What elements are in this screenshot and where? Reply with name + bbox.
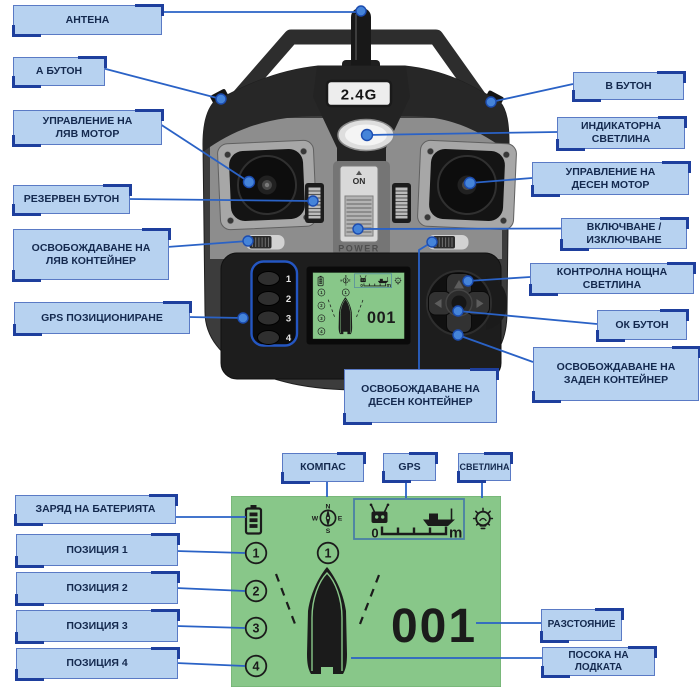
left-scroll-wheel[interactable]: [305, 183, 324, 223]
label-gps: GPS: [381, 451, 438, 483]
svg-text:3: 3: [286, 314, 291, 325]
on-label: ON: [353, 176, 366, 186]
frequency-label: 2.4G: [341, 87, 378, 104]
label-right-motor: УПРАВЛЕНИЕ НА ДЕСЕН МОТОР: [530, 160, 691, 197]
right-joystick[interactable]: [417, 139, 517, 231]
label-indicator-light: ИНДИКАТОРНА СВЕТЛИНА: [555, 115, 687, 151]
label-reserve-button: РЕЗЕРВЕН БУТОН: [11, 183, 132, 216]
left-container-slider[interactable]: [244, 234, 286, 251]
svg-text:2: 2: [286, 294, 291, 305]
label-position-1: ПОЗИЦИЯ 1: [14, 532, 180, 568]
label-gps-positioning: GPS ПОЗИЦИОНИРАНЕ: [12, 300, 192, 336]
label-position-4: ПОЗИЦИЯ 4: [14, 646, 180, 681]
right-container-slider[interactable]: [426, 234, 470, 251]
remote-control-device: 1 2 3 4 N E S W: [202, 8, 517, 391]
gps-position-buttons[interactable]: 1 2 3 4: [250, 260, 299, 347]
label-a-button: А БУТОН: [11, 55, 107, 88]
power-switch[interactable]: ON: [339, 165, 379, 243]
label-antenna: АНТЕНА: [11, 3, 164, 37]
left-joystick[interactable]: [217, 139, 317, 231]
label-right-container: ОСВОБОЖДАВАНЕ НА ДЕСЕН КОНТЕЙНЕР: [342, 367, 499, 425]
label-night-light: КОНТРОЛНА НОЩНА СВЕТЛИНА: [528, 261, 696, 296]
label-power-on-off: ВКЛЮЧВАНЕ / ИЗКЛЮЧВАНЕ: [559, 216, 689, 251]
svg-text:4: 4: [286, 333, 292, 344]
label-left-container: ОСВОБОЖДАВАНЕ НА ЛЯВ КОНТЕЙНЕР: [11, 227, 171, 282]
power-label: POWER: [338, 244, 380, 254]
label-position-2: ПОЗИЦИЯ 2: [14, 570, 180, 606]
label-boat-direction: ПОСОКА НА ЛОДКАТА: [540, 645, 657, 678]
right-scroll-wheel[interactable]: [392, 183, 411, 223]
antenna: [351, 8, 371, 72]
label-left-motor: УПРАВЛЕНИЕ НА ЛЯВ МОТОР: [11, 108, 164, 147]
label-compass: КОМПАС: [280, 451, 366, 484]
svg-text:1: 1: [286, 274, 292, 285]
label-battery: ЗАРЯД НА БАТЕРИЯТА: [13, 493, 178, 526]
lcd-legend-display: [231, 496, 501, 687]
label-light: СВЕТЛИНА: [456, 451, 513, 483]
label-ok-button: ОК БУТОН: [595, 308, 689, 342]
d-pad: [426, 270, 507, 336]
label-b-button: В БУТОН: [571, 70, 686, 102]
frequency-plate: [325, 79, 393, 108]
label-distance: РАЗСТОЯНИЕ: [539, 607, 624, 643]
label-position-3: ПОЗИЦИЯ 3: [14, 608, 180, 644]
label-rear-container: ОСВОБОЖДАВАНЕ НА ЗАДЕН КОНТЕЙНЕР: [531, 345, 700, 403]
